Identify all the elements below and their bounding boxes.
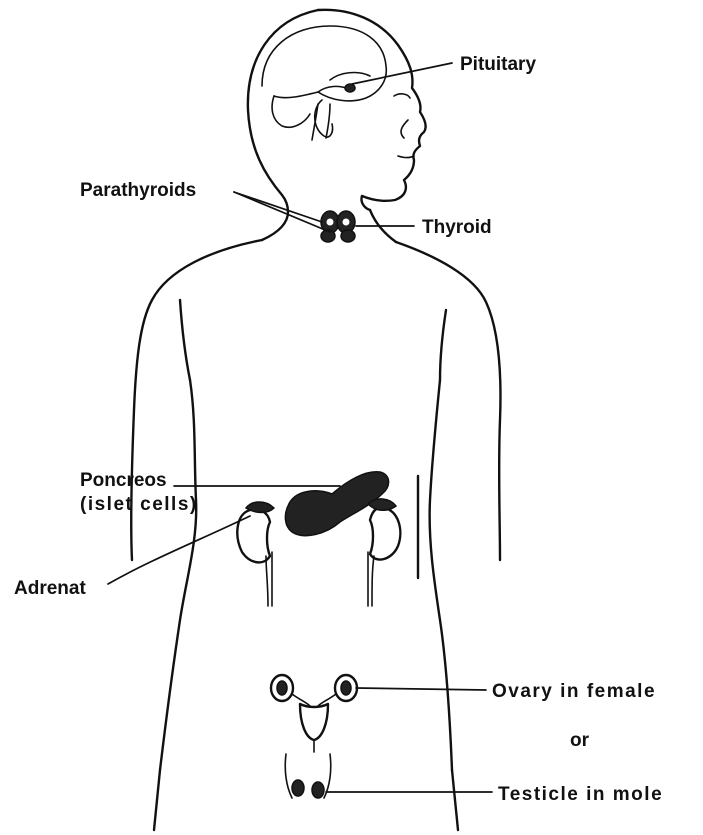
- label-parathyroids: Parathyroids: [80, 180, 196, 201]
- label-adrenal: Adrenat: [14, 578, 86, 599]
- pituitary-gland: [345, 84, 355, 92]
- head-outline: [248, 10, 426, 212]
- label-ovary: Ovary in female: [492, 681, 656, 702]
- brain-outline: [262, 26, 386, 140]
- label-pituitary: Pituitary: [460, 54, 536, 75]
- testicle-organ: [285, 754, 331, 798]
- label-thyroid: Thyroid: [422, 217, 492, 238]
- ovary-organ: [271, 675, 357, 752]
- label-testicle: Testicle in mole: [498, 784, 663, 805]
- label-pancreas: Poncreos: [80, 470, 167, 491]
- thyroid-gland: [321, 211, 355, 242]
- left-kidney: [237, 502, 274, 606]
- label-or: or: [570, 730, 590, 751]
- label-pancreas-sub: (islet cells): [80, 494, 198, 515]
- right-kidney: [368, 499, 400, 606]
